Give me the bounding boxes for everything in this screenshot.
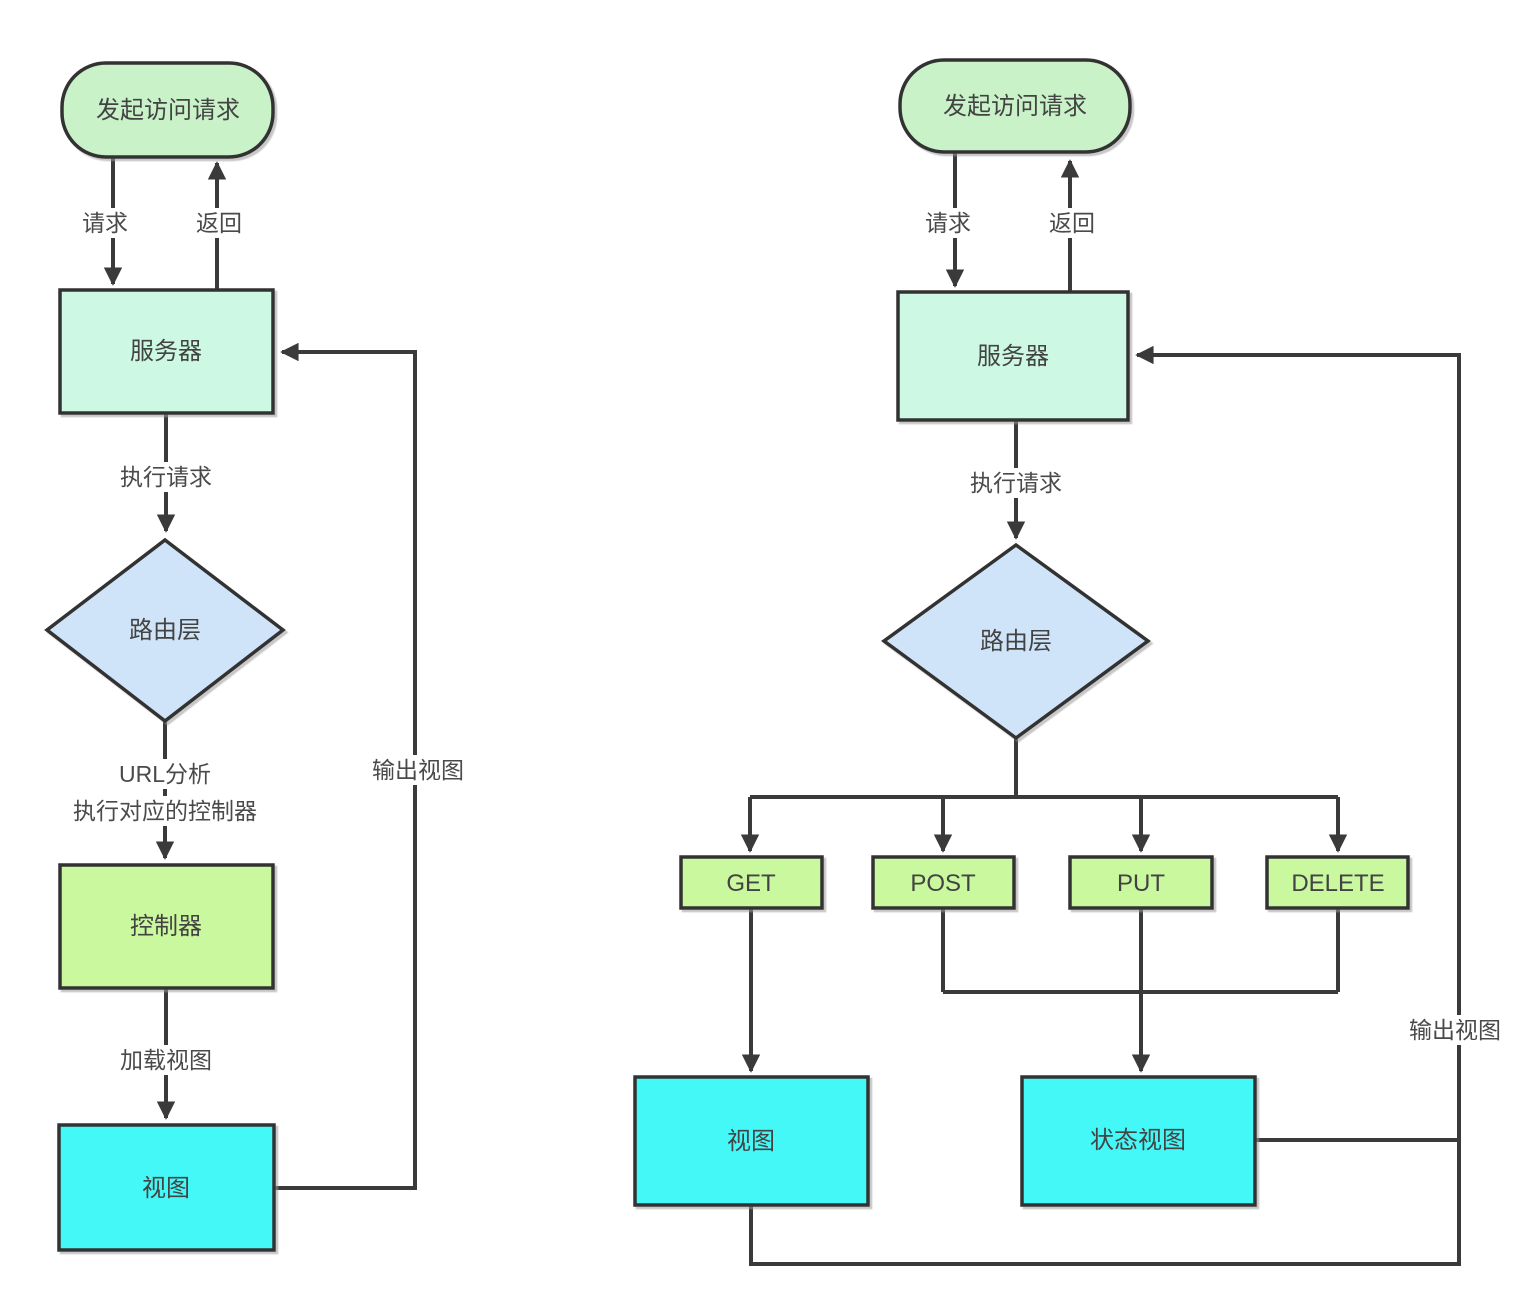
left-edge-return-label: 返回 [196,210,242,236]
right-view-node [633,1075,870,1207]
label-halo [921,208,975,238]
right-post-node [871,855,1016,910]
left-server-label: 服务器 [130,338,202,365]
left-view-node [57,1123,276,1252]
right-delete-label: DELETE [1291,870,1384,897]
right-status-view-label: 状态视图 [1090,1127,1186,1154]
left-edge-execute-label: 执行请求 [120,464,212,490]
label-halo [1045,208,1099,238]
right-edge-execute-label: 执行请求 [970,470,1062,496]
left-edge-output-view-label: 输出视图 [372,757,464,783]
right-router-label: 路由层 [980,628,1052,655]
right-start-node [898,58,1132,154]
right-put-node [1068,855,1214,910]
right-put-label: PUT [1117,870,1165,897]
right-post-label: POST [910,870,976,897]
label-halo [116,1045,216,1075]
right-start-label: 发起访问请求 [943,93,1087,120]
right-edge-return-label: 返回 [1049,210,1095,236]
right-delete-node [1265,855,1410,910]
label-halo [966,468,1066,498]
label-halo [69,796,261,826]
left-edge-url-analysis-label: URL分析 [119,761,211,787]
left-server-node [58,288,275,415]
left-start-label: 发起访问请求 [96,97,240,124]
label-halo [114,759,216,789]
label-halo [78,208,132,238]
label-halo [368,755,468,785]
right-edge-view-output-line [749,345,1461,1266]
left-edge-load-view-label: 加载视图 [120,1047,212,1073]
left-controller-label: 控制器 [130,913,202,940]
right-flowchart: 发起访问请求 服务器 路由层 GET POST PUT DELETE 视图 状态… [633,58,1505,1266]
left-router-label: 路由层 [129,617,201,644]
label-halo [116,462,216,492]
right-edge-output-view-label: 输出视图 [1409,1017,1501,1043]
left-edge-run-controller-label: 执行对应的控制器 [73,798,257,824]
left-view-label: 视图 [142,1175,190,1202]
left-flowchart: 发起访问请求 服务器 路由层 控制器 视图 请求 返回 执行请求 URL分析 执… [44,61,468,1252]
label-halo [192,208,246,238]
right-get-node [679,855,824,910]
right-view-label: 视图 [727,1128,775,1155]
right-status-view-node [1020,1075,1257,1207]
left-edge-request-label: 请求 [82,210,128,236]
right-server-node [896,290,1130,422]
label-halo [1405,1015,1505,1045]
right-router-node [881,542,1151,741]
right-server-label: 服务器 [977,343,1049,370]
right-edge-request-label: 请求 [925,210,971,236]
left-router-node [44,537,286,724]
right-get-label: GET [726,870,776,897]
left-start-node [60,61,275,159]
left-controller-node [58,863,275,990]
